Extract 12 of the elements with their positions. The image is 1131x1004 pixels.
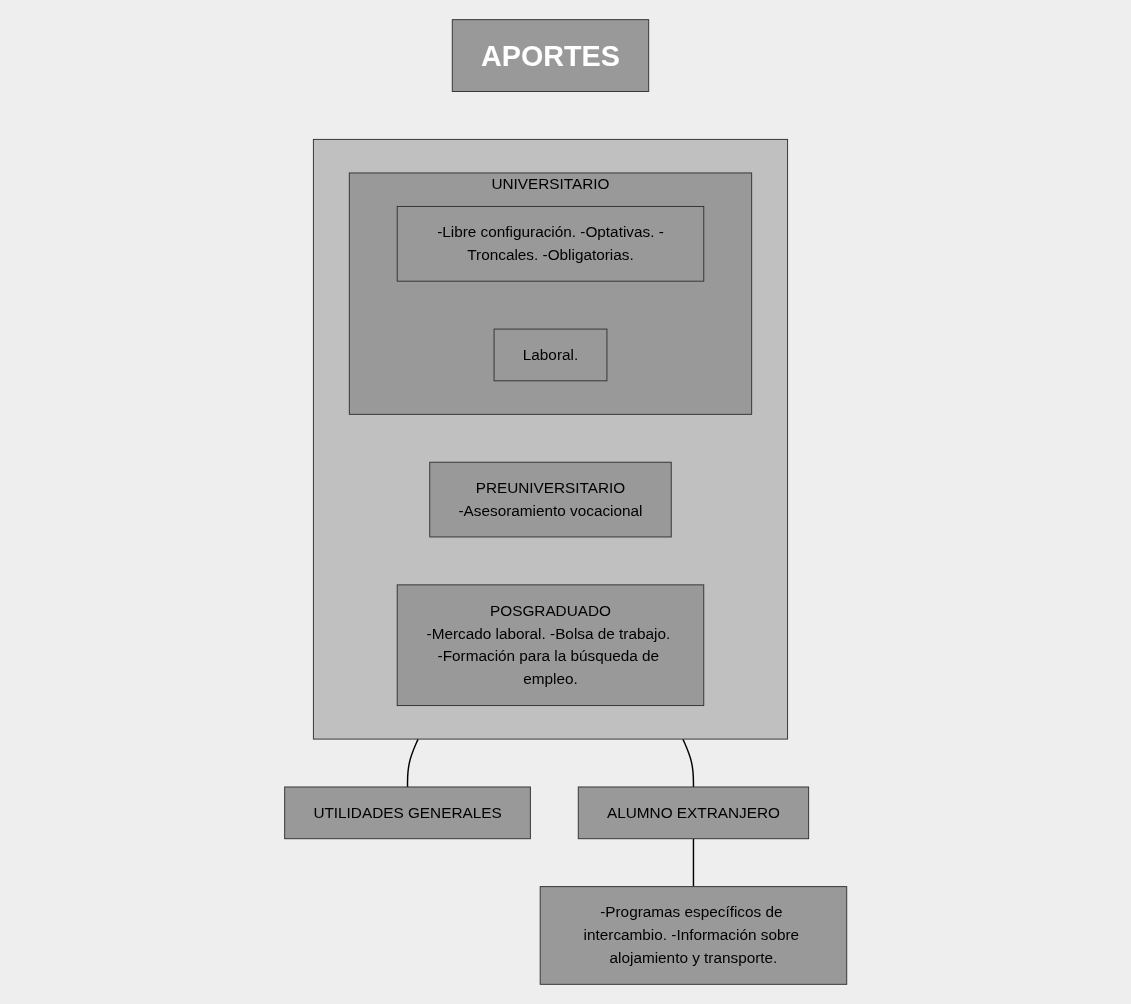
connector	[681, 738, 694, 788]
connector	[692, 838, 694, 888]
node-box: PREUNIVERSITARIO -Asesoramiento vocacional	[429, 461, 672, 538]
connector	[406, 738, 419, 788]
node-box: APORTES	[451, 19, 649, 92]
node-box: -Programas específicos de intercambio. -Información sobre alojamiento y transporte.	[539, 886, 847, 985]
node-box: -Libre configuración. -Optativas. -Troncales. -Obligatorias.	[396, 206, 705, 282]
cluster	[312, 138, 788, 740]
node-box: UTILIDADES GENERALES	[283, 786, 531, 840]
node-box: POSGRADUADO -Mercado laboral. -Bolsa de trabajo. -Formación para la búsqueda de empleo.	[396, 584, 705, 707]
node-box: Laboral.	[493, 328, 608, 382]
node-box: ALUMNO EXTRANJERO	[577, 786, 809, 840]
